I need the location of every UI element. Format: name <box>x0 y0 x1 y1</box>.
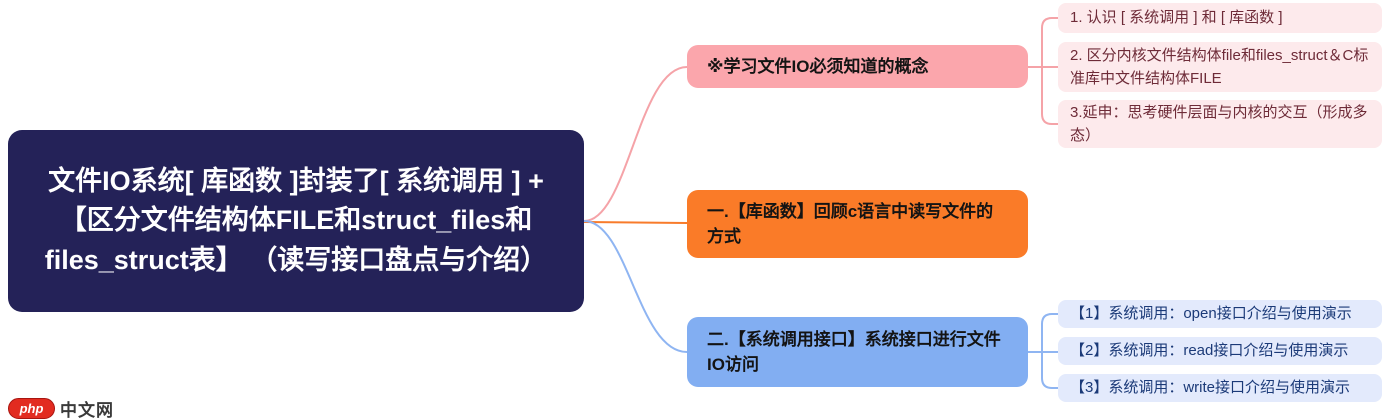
branch-concepts[interactable]: ※学习文件IO必须知道的概念 <box>687 45 1028 88</box>
leaf-syscall-read[interactable]: 【2】系统调用：read接口介绍与使用演示 <box>1058 337 1382 365</box>
concepts-to-leaf3-line <box>1027 66 1060 125</box>
root-to-concepts-line <box>583 66 688 222</box>
concepts-to-leaf1-line <box>1027 17 1060 68</box>
leaf-syscall-read-label: 【2】系统调用：read接口介绍与使用演示 <box>1070 341 1349 359</box>
syscall-to-leaf1-line <box>1027 313 1060 353</box>
leaf-concept-2-label: 2. 区分内核文件结构体file和files_struct＆C标准库中文件结构体… <box>1070 47 1369 87</box>
leaf-concept-1-label: 1. 认识 [ 系统调用 ] 和 [ 库函数 ] <box>1070 8 1283 26</box>
leaf-concept-2[interactable]: 2. 区分内核文件结构体file和files_struct＆C标准库中文件结构体… <box>1058 42 1382 92</box>
php-logo-icon: php <box>8 398 55 419</box>
php-cn-logo-text: 中文网 <box>60 401 114 420</box>
root-node[interactable]: 文件IO系统[ 库函数 ]封装了[ 系统调用 ] +【区分文件结构体FILE和s… <box>8 130 584 312</box>
leaf-syscall-open[interactable]: 【1】系统调用：open接口介绍与使用演示 <box>1058 300 1382 328</box>
leaf-concept-1[interactable]: 1. 认识 [ 系统调用 ] 和 [ 库函数 ] <box>1058 3 1382 33</box>
branch-library-functions-label: 一.【库函数】回顾c语言中读写文件的方式 <box>707 201 994 247</box>
branch-concepts-label: ※学习文件IO必须知道的概念 <box>707 56 929 76</box>
root-to-libfunc-line <box>583 221 688 224</box>
leaf-syscall-write[interactable]: 【3】系统调用：write接口介绍与使用演示 <box>1058 374 1382 402</box>
leaf-concept-3[interactable]: 3.延申：思考硬件层面与内核的交互（形成多态） <box>1058 100 1382 148</box>
root-to-syscall-line <box>583 220 688 353</box>
leaf-concept-3-label: 3.延申：思考硬件层面与内核的交互（形成多态） <box>1070 104 1368 144</box>
branch-syscall-interface[interactable]: 二.【系统调用接口】系统接口进行文件IO访问 <box>687 317 1028 387</box>
branch-syscall-interface-label: 二.【系统调用接口】系统接口进行文件IO访问 <box>707 329 1001 375</box>
root-node-label: 文件IO系统[ 库函数 ]封装了[ 系统调用 ] +【区分文件结构体FILE和s… <box>44 166 548 275</box>
leaf-syscall-write-label: 【3】系统调用：write接口介绍与使用演示 <box>1070 378 1351 396</box>
php-cn-watermark: php 中文网 <box>8 396 114 420</box>
syscall-to-leaf3-line <box>1027 351 1060 389</box>
branch-library-functions[interactable]: 一.【库函数】回顾c语言中读写文件的方式 <box>687 190 1028 258</box>
leaf-syscall-open-label: 【1】系统调用：open接口介绍与使用演示 <box>1070 304 1352 322</box>
